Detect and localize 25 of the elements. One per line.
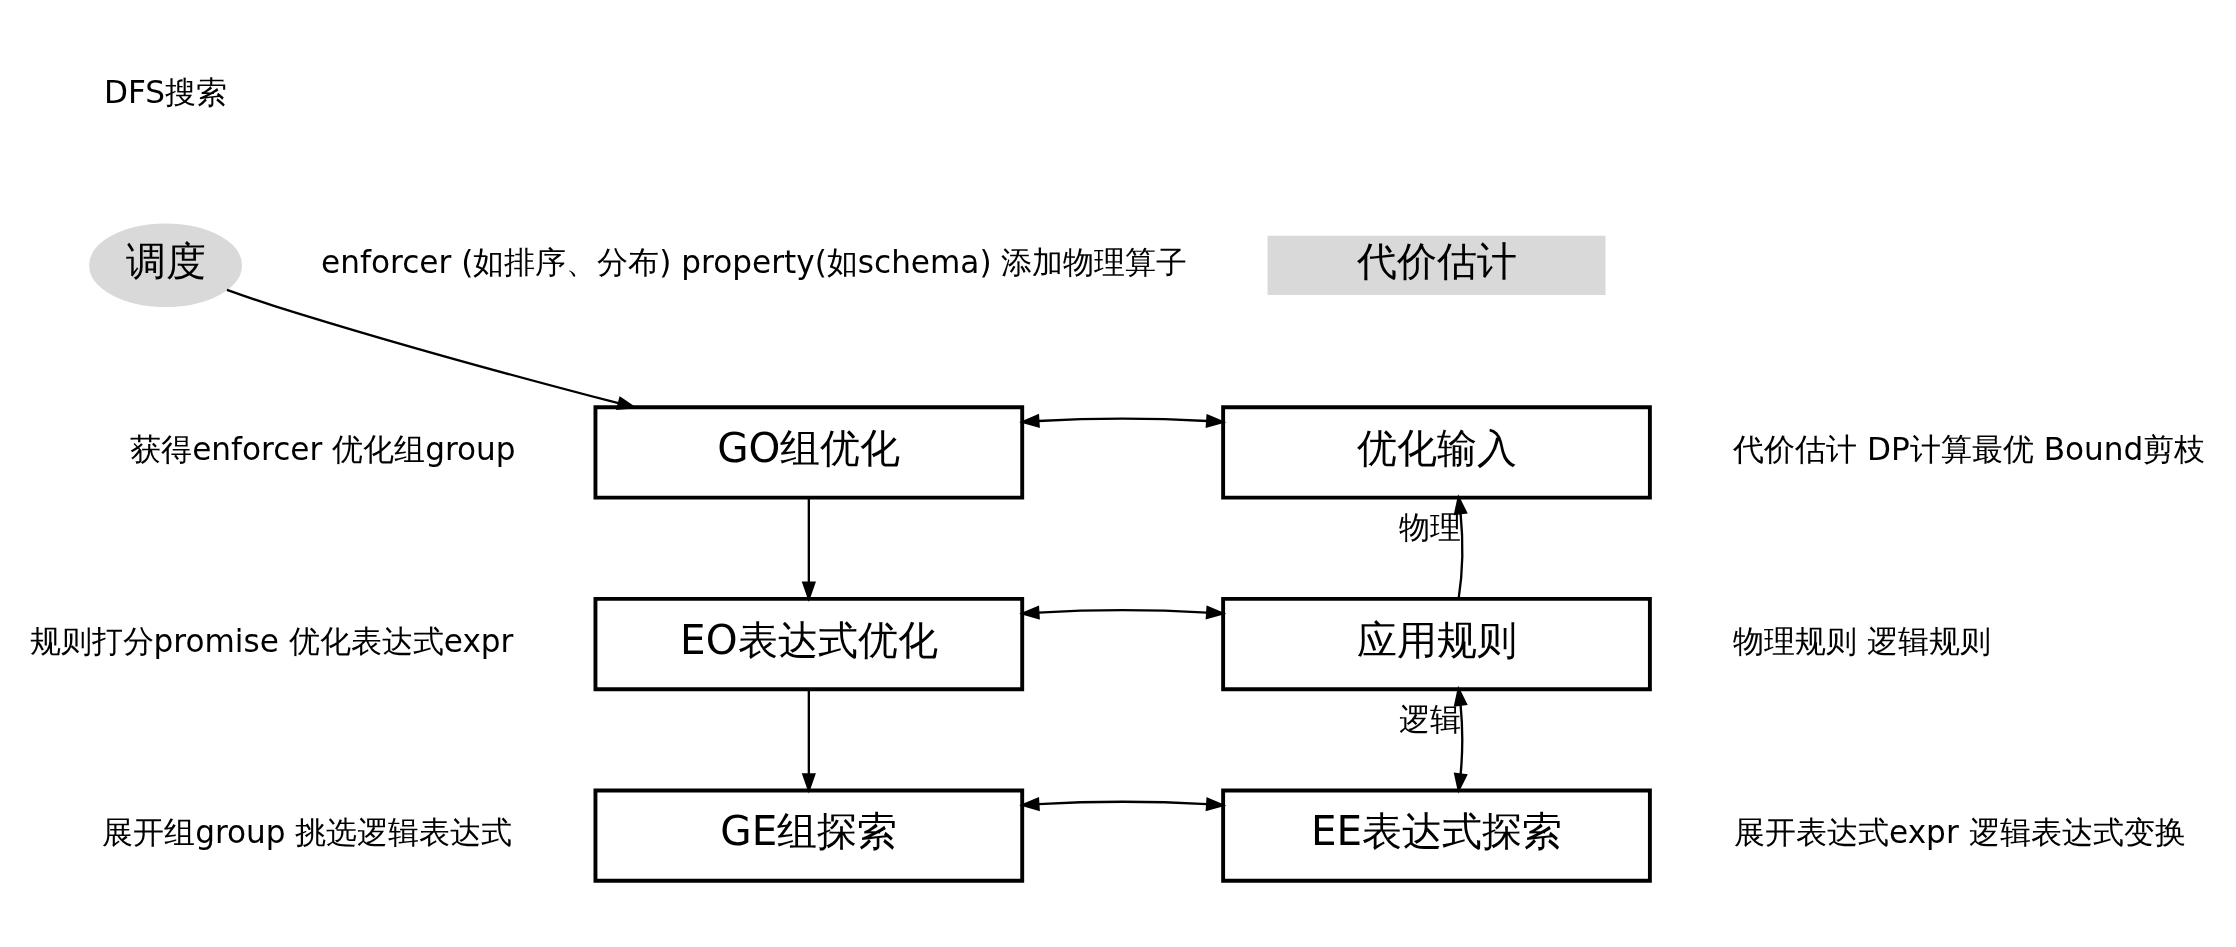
node-ellipse: 调度 bbox=[89, 223, 242, 307]
arrow bbox=[801, 688, 816, 793]
node-box: 优化输入 bbox=[1221, 404, 1652, 500]
node-box: EO表达式优化 bbox=[593, 596, 1025, 691]
node-label: 展开表达式expr 逻辑表达式变换 bbox=[1734, 813, 2186, 850]
node-label: 物理规则 逻辑规则 bbox=[1732, 622, 1991, 659]
node-label: 代价估计 DP计算最优 Bound剪枝 bbox=[1733, 430, 2206, 467]
node-label: 规则打分promise 优化表达式expr bbox=[29, 622, 514, 659]
node-box: EE表达式探索 bbox=[1221, 788, 1652, 883]
node-box: GE组探索 bbox=[593, 788, 1025, 883]
node-box: 代价估计 bbox=[1267, 235, 1606, 295]
arrow bbox=[1019, 604, 1227, 620]
arrow bbox=[1019, 413, 1227, 428]
node-box: 应用规则 bbox=[1221, 596, 1652, 691]
node-label: 获得enforcer 优化组group bbox=[130, 430, 516, 467]
arrow bbox=[1019, 796, 1227, 811]
arrow bbox=[1453, 493, 1468, 598]
arrow bbox=[1453, 685, 1468, 793]
edge-label: 物理 bbox=[1399, 508, 1462, 545]
node-label: 展开组group 挑选逻辑表达式 bbox=[102, 813, 513, 850]
node-label: DFS搜索 bbox=[104, 73, 228, 110]
node-box: GO组优化 bbox=[593, 404, 1025, 500]
edge-label: 逻辑 bbox=[1399, 700, 1462, 737]
label: enforcer (如排序、分布) property(如schema) 添加物理算子 bbox=[321, 243, 1188, 280]
arrow bbox=[801, 497, 816, 602]
